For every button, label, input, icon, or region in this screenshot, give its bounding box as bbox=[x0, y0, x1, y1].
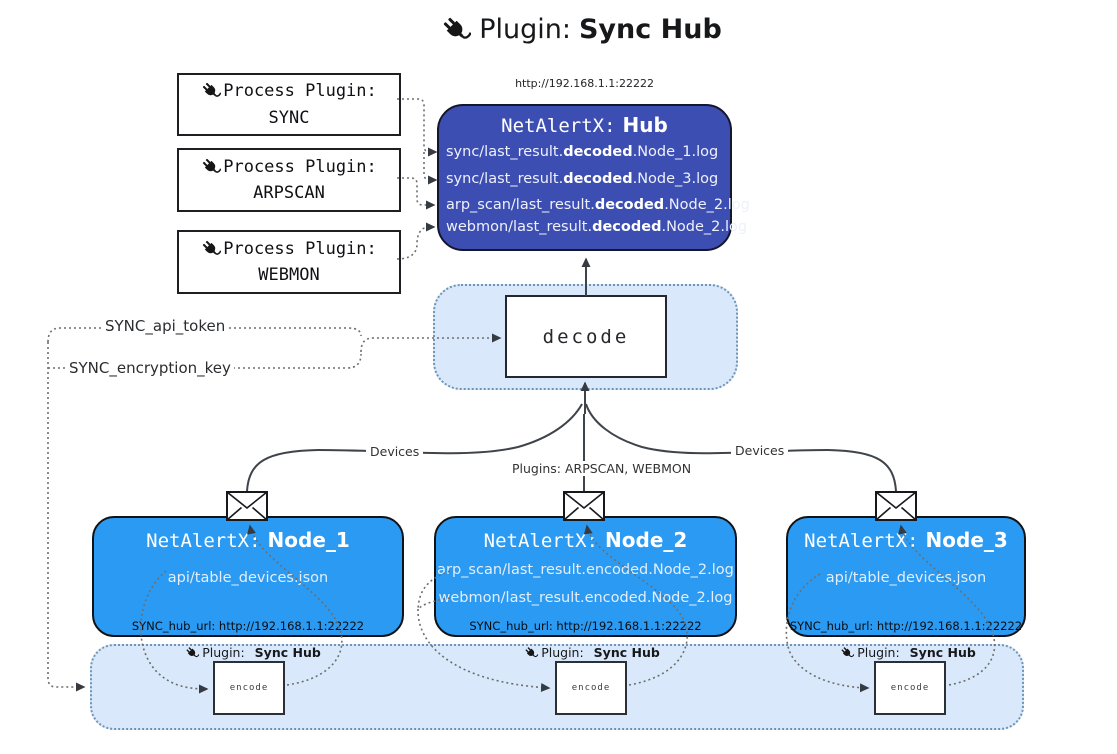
hub-log-line: arp_scan/last_result.decoded.Node_2.log bbox=[446, 197, 750, 213]
node-3-hub-url: SYNC_hub_url: http://192.168.1.1:22222 bbox=[789, 619, 1023, 633]
hub-title: NetAlertX: Hub bbox=[437, 113, 732, 137]
process-plugin-label: Process Plugin: bbox=[223, 81, 377, 102]
process-plugin-label: Process Plugin: bbox=[223, 238, 377, 259]
plug-icon bbox=[441, 15, 471, 45]
hub-log-line: sync/last_result.decoded.Node_3.log bbox=[446, 171, 719, 187]
edge-label-devices-left: Devices bbox=[366, 444, 424, 459]
edge-label-devices-right: Devices bbox=[731, 443, 789, 458]
encode-box: encode bbox=[874, 661, 946, 715]
node-3-title: NetAlertX:Node_3 bbox=[804, 528, 1008, 552]
hub-title-name: Hub bbox=[622, 113, 668, 137]
hub-box bbox=[437, 104, 732, 251]
plug-icon bbox=[201, 157, 221, 177]
node-2-file: webmon/last_result.encoded.Node_2.log bbox=[438, 590, 733, 606]
hub-title-app: NetAlertX: bbox=[501, 115, 616, 137]
sync-api-token-label: SYNC_api_token bbox=[102, 317, 229, 335]
sync-encryption-key-label: SYNC_encryption_key bbox=[66, 359, 234, 377]
plug-icon bbox=[185, 646, 199, 660]
decode-box: decode bbox=[505, 295, 667, 378]
plug-icon bbox=[201, 239, 221, 259]
process-plugin-box-sync: Process Plugin: SYNC bbox=[177, 73, 401, 136]
node-1-file: api/table_devices.json bbox=[167, 570, 329, 586]
encoder-plugin-label: Plugin: Sync Hub bbox=[840, 645, 976, 660]
envelope-icon bbox=[563, 491, 605, 521]
title-name: Sync Hub bbox=[578, 14, 722, 45]
process-plugin-name: ARPSCAN bbox=[253, 183, 325, 203]
plug-icon bbox=[840, 646, 854, 660]
plug-icon bbox=[524, 646, 538, 660]
node-1-title: NetAlertX:Node_1 bbox=[146, 528, 350, 552]
node-1-hub-url: SYNC_hub_url: http://192.168.1.1:22222 bbox=[131, 619, 365, 633]
node-3-file: api/table_devices.json bbox=[825, 570, 987, 586]
encoder-plugin-label: Plugin: Sync Hub bbox=[524, 645, 660, 660]
plug-icon bbox=[201, 81, 221, 101]
node-2-hub-url: SYNC_hub_url: http://192.168.1.1:22222 bbox=[469, 619, 702, 633]
hub-url-label: http://192.168.1.1:22222 bbox=[515, 77, 654, 90]
envelope-icon bbox=[875, 491, 917, 521]
node-2-title: NetAlertX:Node_2 bbox=[483, 528, 688, 552]
diagram-title: Plugin: Sync Hub bbox=[0, 14, 1117, 45]
hub-log-line: sync/last_result.decoded.Node_1.log bbox=[446, 144, 719, 160]
title-prefix: Plugin: bbox=[479, 14, 571, 45]
process-plugin-box-arpscan: Process Plugin: ARPSCAN bbox=[177, 148, 401, 212]
process-plugin-label: Process Plugin: bbox=[223, 156, 377, 177]
encoder-plugin-label: Plugin: Sync Hub bbox=[185, 645, 321, 660]
process-plugin-box-webmon: Process Plugin: WEBMON bbox=[177, 230, 401, 294]
encode-box: encode bbox=[213, 661, 285, 715]
process-plugin-name: WEBMON bbox=[258, 265, 320, 285]
encode-box: encode bbox=[555, 661, 627, 715]
node-2-file: arp_scan/last_result.encoded.Node_2.log bbox=[437, 562, 734, 578]
hub-log-line: webmon/last_result.decoded.Node_2.log bbox=[446, 219, 748, 235]
process-plugin-name: SYNC bbox=[268, 107, 310, 128]
edge-label-plugins: Plugins: ARPSCAN, WEBMON bbox=[508, 461, 696, 476]
envelope-icon bbox=[226, 491, 268, 521]
